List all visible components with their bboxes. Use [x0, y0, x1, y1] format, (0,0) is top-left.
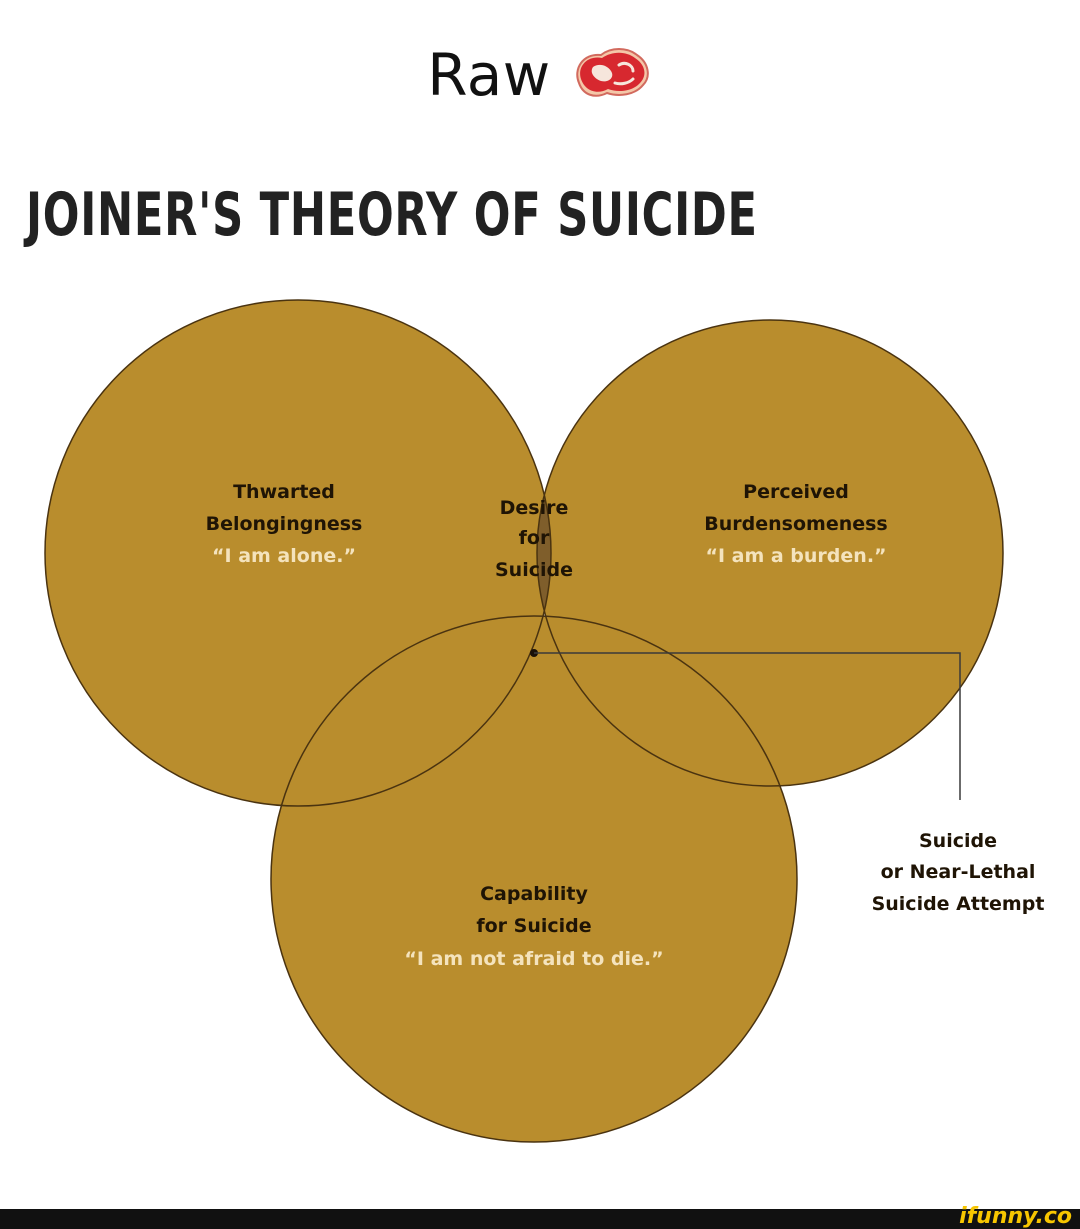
left-circle-label-line2: Belongingness [206, 513, 363, 535]
left-circle-quote: “I am alone.” [212, 545, 356, 567]
overlap-label-line1: Desire [500, 497, 569, 519]
right-circle-label-line2: Burdensomeness [704, 513, 887, 535]
circle-outline-left [44, 299, 552, 807]
circle-outline-bottom [270, 615, 798, 1143]
diagram-title: JOINER'S THEORY OF SUICIDE [26, 180, 758, 250]
circle-capability-for-suicide [271, 616, 797, 1142]
right-circle-quote: “I am a burden.” [705, 545, 886, 567]
overlap-label-line3: Suicide [495, 559, 573, 581]
right-circle-label-line1: Perceived [743, 481, 849, 503]
callout-line [534, 652, 961, 800]
footer-bar [0, 1209, 1080, 1229]
circle-outline-right [536, 319, 1004, 787]
raw-meat-icon [576, 48, 649, 97]
callout-label-line2: or Near-Lethal [881, 861, 1036, 883]
callout-label-line3: Suicide Attempt [872, 893, 1045, 915]
caption-text: Raw [427, 41, 551, 109]
bottom-circle-label-line1: Capability [480, 883, 588, 905]
left-circle-label-line1: Thwarted [233, 481, 335, 503]
post-caption: Raw [0, 0, 1080, 150]
overlap-label-line2: for [519, 527, 550, 549]
ifunny-watermark: ifunny.co [959, 1204, 1072, 1229]
callout-label-line1: Suicide [919, 830, 997, 852]
bottom-circle-label-line2: for Suicide [476, 915, 591, 937]
bottom-circle-quote: “I am not afraid to die.” [404, 948, 663, 970]
